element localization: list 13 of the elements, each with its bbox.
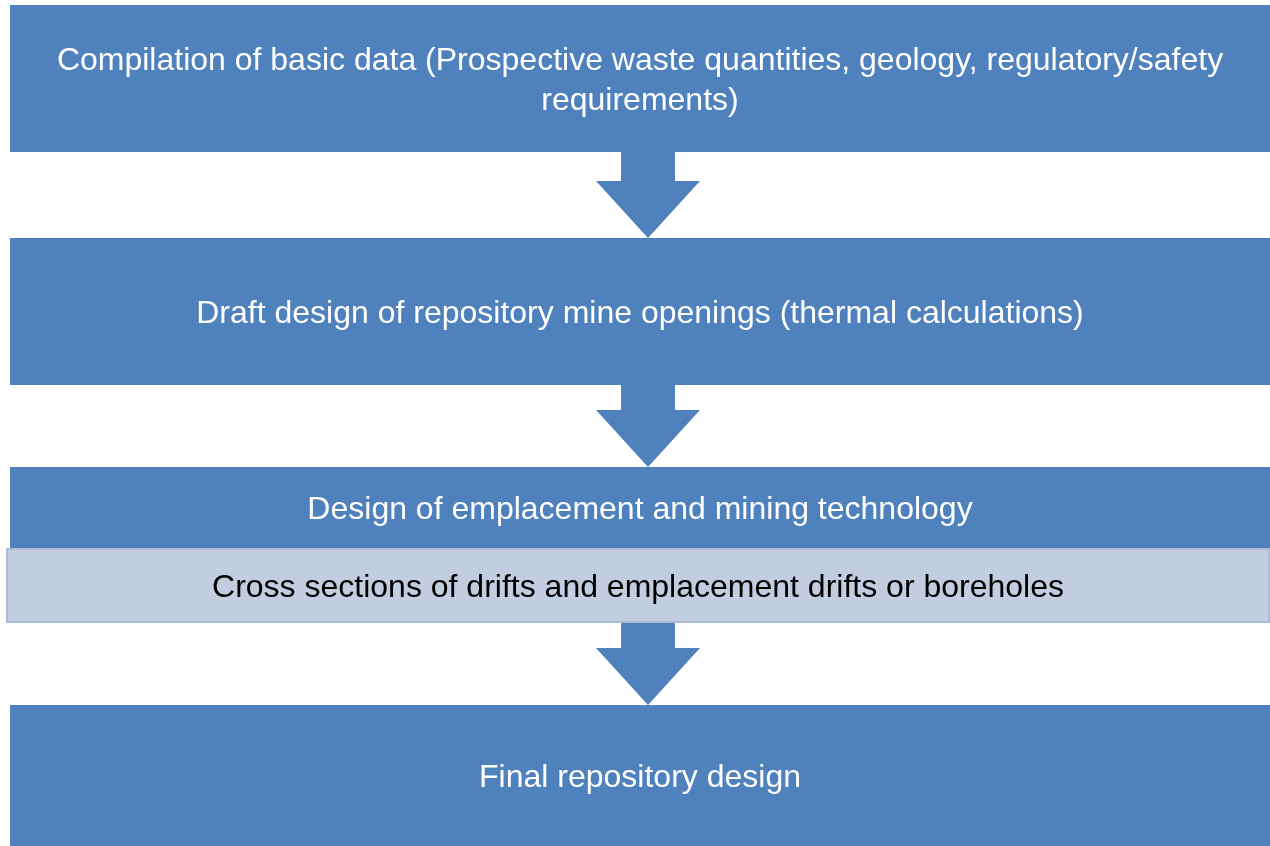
process-box <box>10 5 1270 152</box>
step-text: Draft design of repository mine openings (thermal calculations) <box>196 292 1084 332</box>
process-box <box>10 238 1270 385</box>
step-text: Cross sections of drifts and emplacement drifts or boreholes <box>212 566 1064 606</box>
sub-step-box <box>6 548 1270 623</box>
step-text: Design of emplacement and mining technology <box>307 488 973 528</box>
block-arrow <box>596 623 700 705</box>
block-arrow <box>596 152 700 238</box>
block-arrow <box>596 385 700 467</box>
step-text: Final repository design <box>479 756 801 796</box>
process-box <box>10 467 1270 548</box>
step-text: Compilation of basic data (Prospective waste quantities, geology, regulatory/safety requirements) <box>55 39 1225 119</box>
process-box <box>10 705 1270 846</box>
